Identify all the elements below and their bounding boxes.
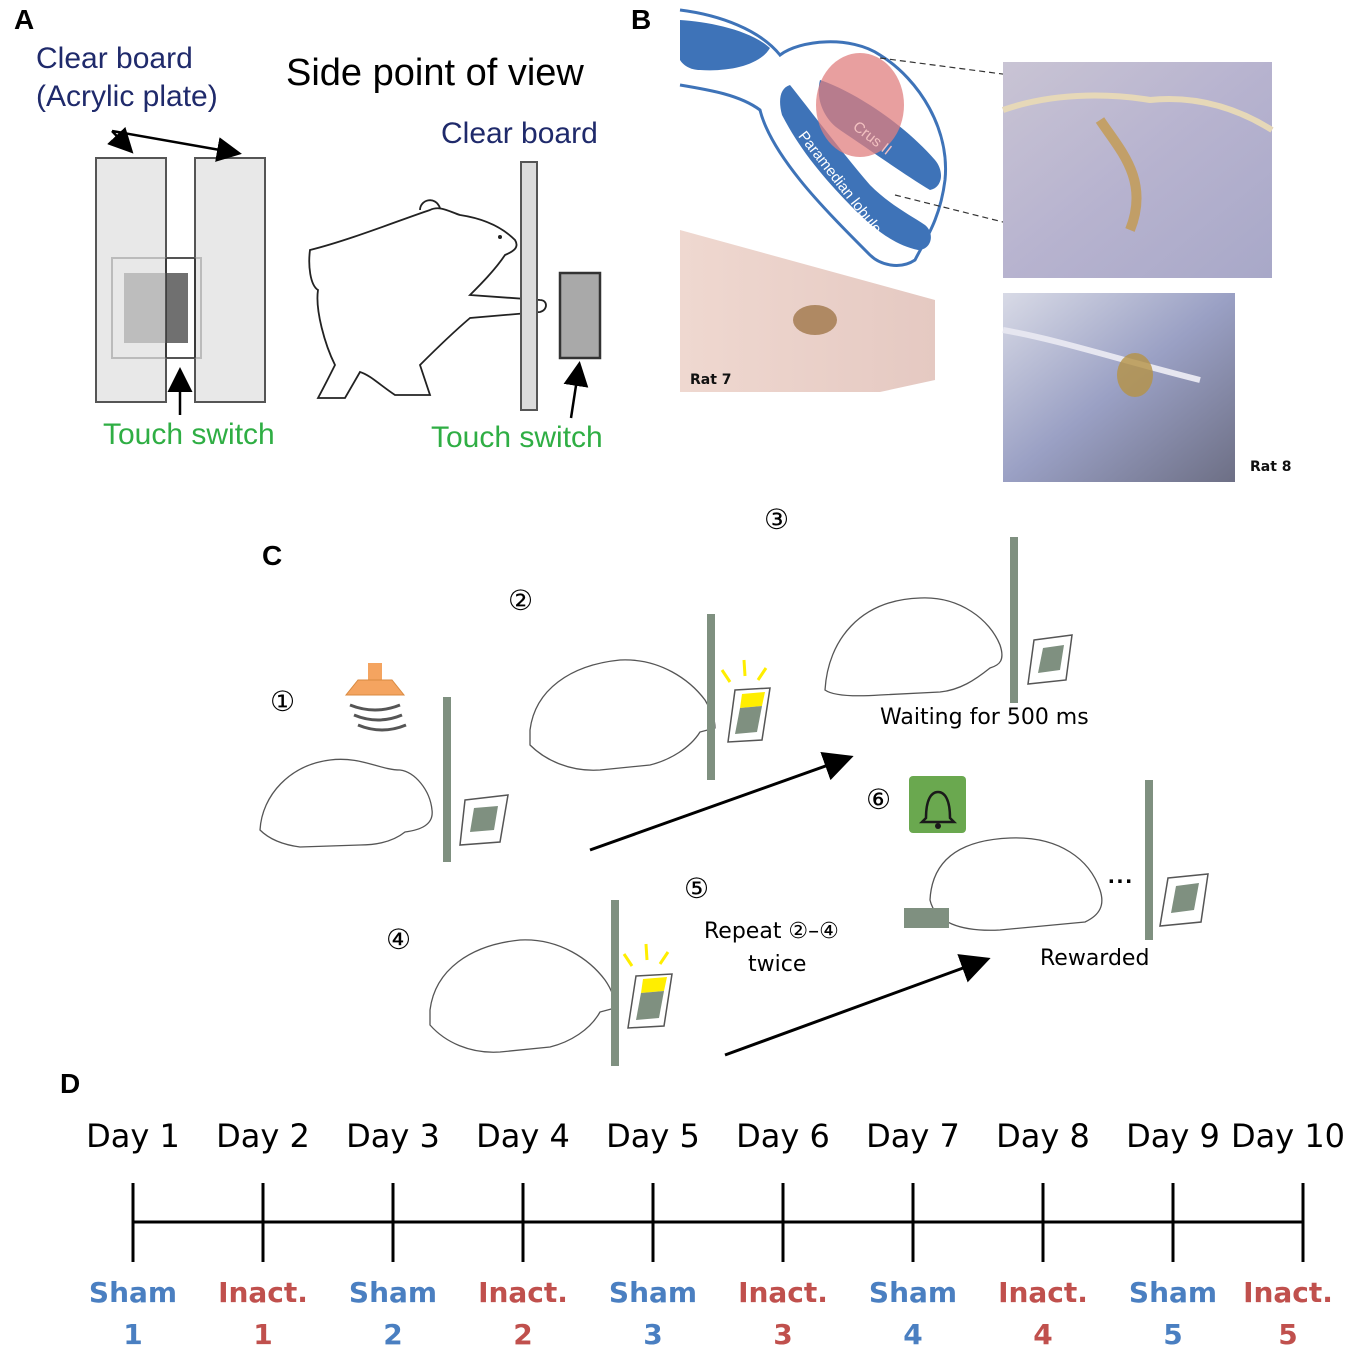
board-step4 xyxy=(611,900,619,1066)
step-5-marker: ⑤ xyxy=(684,872,710,905)
rat-step4 xyxy=(429,939,616,1053)
day-label: Day 2 xyxy=(216,1117,310,1155)
rat-7-label: Rat 7 xyxy=(690,372,732,388)
day-label: Day 10 xyxy=(1230,1117,1346,1155)
condition-name: Inact. xyxy=(1243,1276,1333,1309)
board-step2 xyxy=(707,614,715,780)
condition-number: 3 xyxy=(643,1318,663,1351)
board-step6 xyxy=(1145,780,1153,940)
panel-label-a: A xyxy=(14,4,35,35)
condition-name: Sham xyxy=(868,1276,958,1309)
clear-board-label: Clear board xyxy=(36,42,193,75)
day-label: Day 4 xyxy=(476,1117,570,1155)
condition-label: Sham 4 xyxy=(843,1272,983,1356)
day-label: Day 5 xyxy=(606,1117,700,1155)
panel-a-side-view xyxy=(308,161,602,419)
clear-board-right xyxy=(194,157,266,403)
panel-b-schematic xyxy=(679,8,1141,267)
day-label: Day 7 xyxy=(866,1117,960,1155)
panel-c-steps xyxy=(259,537,1209,1066)
condition-name: Sham xyxy=(88,1276,178,1309)
condition-number: 5 xyxy=(1278,1318,1298,1351)
waiting-label: Waiting for 500 ms xyxy=(880,705,1089,730)
rat-step3 xyxy=(824,597,1003,697)
touch-switch-side xyxy=(558,271,602,360)
board-step3 xyxy=(1010,537,1018,703)
paramedian-lobule xyxy=(780,85,931,250)
condition-label: Inact. 2 xyxy=(453,1272,593,1356)
clear-board-side-label: Clear board xyxy=(441,117,598,150)
ellipsis: ... xyxy=(1108,862,1135,889)
white-matter-blob xyxy=(680,20,770,71)
acrylic-plate-label: (Acrylic plate) xyxy=(36,80,218,113)
step-4-marker: ④ xyxy=(386,923,412,956)
condition-name: Sham xyxy=(348,1276,438,1309)
condition-name: Inact. xyxy=(218,1276,308,1309)
panel-a-front-view xyxy=(95,126,266,415)
photo-rat8 xyxy=(1003,293,1235,482)
panel-label-d: D xyxy=(60,1068,81,1099)
rat-side-outline xyxy=(308,207,547,399)
step-1-marker: ① xyxy=(270,685,296,718)
rewarded-label: Rewarded xyxy=(1040,946,1150,971)
condition-name: Inact. xyxy=(738,1276,828,1309)
condition-label: Sham 2 xyxy=(323,1272,463,1356)
condition-number: 5 xyxy=(1163,1318,1183,1351)
food-tray xyxy=(904,908,949,928)
condition-label: Sham 1 xyxy=(63,1272,203,1356)
condition-number: 1 xyxy=(253,1318,273,1351)
condition-number: 4 xyxy=(1033,1318,1053,1351)
condition-number: 1 xyxy=(123,1318,143,1351)
day-label: Day 9 xyxy=(1126,1117,1220,1155)
condition-label: Inact. 4 xyxy=(973,1272,1113,1356)
day-label: Day 6 xyxy=(736,1117,830,1155)
day-label: Day 3 xyxy=(346,1117,440,1155)
condition-label: Inact. 5 xyxy=(1218,1272,1358,1356)
condition-label: Sham 5 xyxy=(1103,1272,1243,1356)
crus-highlight xyxy=(816,53,904,157)
condition-number: 3 xyxy=(773,1318,793,1351)
panel-d-timeline xyxy=(131,1183,1305,1262)
panel-label-c: C xyxy=(262,540,283,571)
step-3-marker: ③ xyxy=(764,503,790,536)
repeat-label: Repeat ②–④ xyxy=(704,919,839,944)
condition-number: 4 xyxy=(903,1318,923,1351)
day-label: Day 8 xyxy=(996,1117,1090,1155)
rat-step2 xyxy=(529,659,716,771)
rat-step1 xyxy=(259,758,433,848)
panel-b-photos xyxy=(680,62,1274,482)
step-2-marker: ② xyxy=(508,584,534,617)
panel-label-b: B xyxy=(631,4,652,35)
condition-name: Sham xyxy=(1128,1276,1218,1309)
side-view-title: Side point of view xyxy=(286,52,584,94)
condition-number: 2 xyxy=(383,1318,403,1351)
touch-switch-label-right: Touch switch xyxy=(431,421,603,454)
touch-switch-label-left: Touch switch xyxy=(103,418,275,451)
rat-step6 xyxy=(929,837,1103,931)
clear-board-side xyxy=(520,161,538,411)
rat-8-label: Rat 8 xyxy=(1250,459,1292,475)
switch-gap xyxy=(165,257,196,359)
condition-name: Sham xyxy=(608,1276,698,1309)
touch-switch-outline xyxy=(111,257,202,359)
board-step1 xyxy=(443,697,451,862)
photo-zoom xyxy=(1003,62,1272,278)
condition-number: 2 xyxy=(513,1318,533,1351)
condition-name: Inact. xyxy=(478,1276,568,1309)
speaker-icon xyxy=(344,663,407,732)
twice-label: twice xyxy=(748,952,807,977)
condition-label: Sham 3 xyxy=(583,1272,723,1356)
condition-name: Inact. xyxy=(998,1276,1088,1309)
condition-label: Inact. 3 xyxy=(713,1272,853,1356)
day-label: Day 1 xyxy=(86,1117,180,1155)
step-6-marker: ⑥ xyxy=(866,783,892,816)
condition-label: Inact. 1 xyxy=(193,1272,333,1356)
touch-switch-dark xyxy=(166,273,188,343)
